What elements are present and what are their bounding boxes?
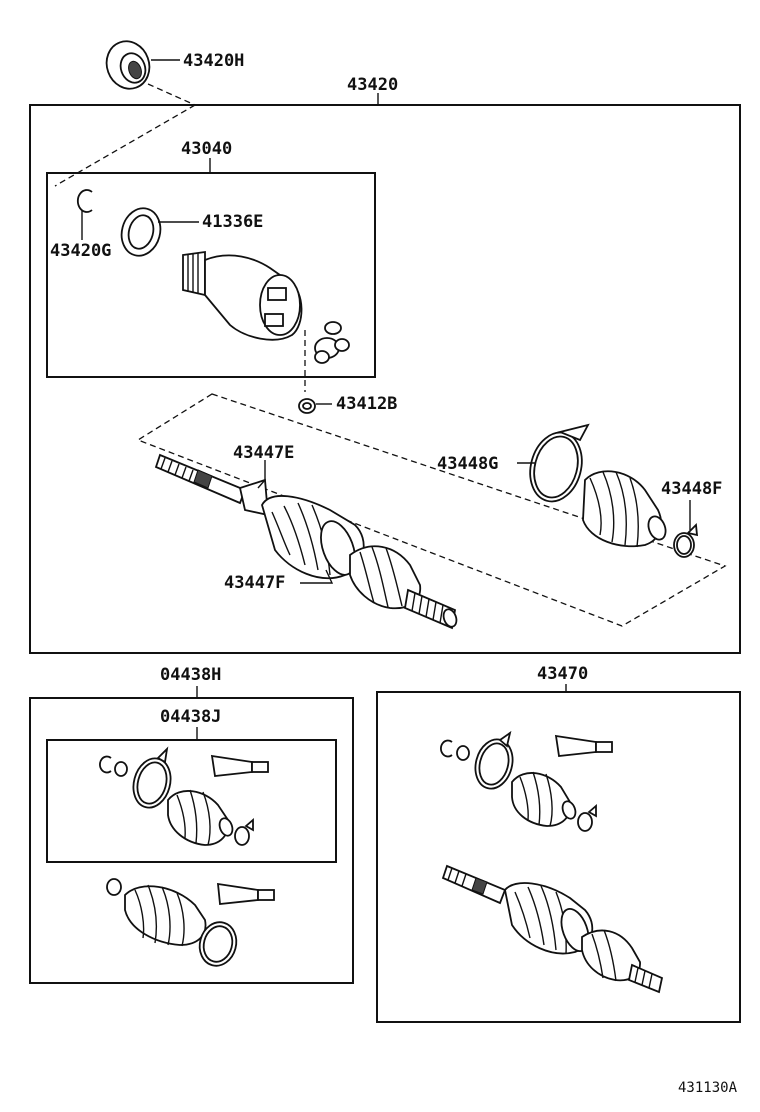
joint-frame-43040 — [46, 172, 376, 378]
band-f-part — [673, 523, 699, 558]
assembly-frame-43420 — [29, 104, 741, 654]
boot-kit-frame-43470 — [376, 691, 741, 1023]
boot-kit-43470-parts — [440, 730, 664, 994]
boot-kit-j-parts — [99, 746, 269, 846]
label-clamp-f: 43447F — [224, 573, 285, 593]
boot-kit-frame-04438H — [29, 697, 354, 984]
inboard-joint-housing — [182, 250, 303, 341]
tripod-part — [314, 321, 350, 364]
label-boot-kit-43470: 43470 — [537, 664, 588, 684]
label-boot-kit-outer: 04438H — [160, 665, 221, 685]
boot-kit-h-parts — [106, 878, 275, 967]
label-inboard-joint: 43040 — [181, 139, 232, 159]
outer-boot-part — [582, 470, 667, 548]
bearing-seal-part — [105, 40, 151, 90]
boot-kit-frame-04438J — [46, 739, 337, 863]
label-clip: 43412B — [336, 394, 397, 414]
label-snap-ring: 43420G — [50, 241, 111, 261]
label-bearing-seal: 43420H — [183, 51, 244, 71]
label-clamp-e: 43447E — [233, 443, 294, 463]
clip-part — [298, 398, 316, 414]
label-band-g: 43448G — [437, 454, 498, 474]
label-assembly: 43420 — [347, 75, 398, 95]
label-boot-kit-inner: 04438J — [160, 707, 221, 727]
drive-shaft-part — [154, 453, 458, 630]
label-band-f: 43448F — [661, 479, 722, 499]
label-dust-seal: 41336E — [202, 212, 263, 232]
snap-ring-part — [76, 189, 93, 213]
band-g-part — [529, 423, 590, 503]
dust-seal-part — [120, 207, 162, 257]
label-figure-code: 431130A — [678, 1080, 738, 1096]
